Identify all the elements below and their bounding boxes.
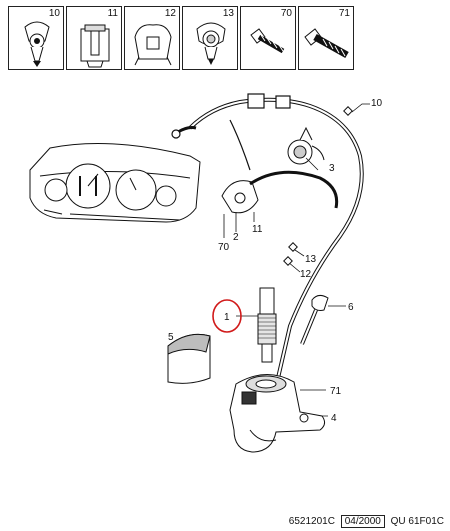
callout-3: 3: [329, 163, 335, 174]
screw-icon: [250, 28, 285, 54]
part-box-10: 10: [8, 6, 64, 70]
callout-markers: [283, 106, 353, 266]
callout-71: 71: [330, 386, 342, 397]
reference-id: QU 61F01C: [390, 516, 444, 527]
callout-13: 13: [305, 254, 317, 265]
callout-1: 1: [224, 312, 230, 323]
grommet: [287, 126, 325, 165]
part-box-70: 70: [240, 6, 296, 70]
speed-sensor: [300, 294, 329, 345]
part-number: 70: [280, 8, 292, 19]
speedometer-cable: [171, 93, 364, 379]
callout-10: 10: [371, 98, 383, 109]
part-number: 71: [338, 8, 350, 19]
protective-cover: [167, 333, 211, 384]
callout-11: 11: [252, 224, 263, 235]
callout-2: 2: [233, 232, 239, 243]
bracket-icon: [134, 24, 172, 66]
callout-4: 4: [331, 413, 337, 424]
cable-flange: [221, 170, 339, 214]
part-box-13: 13: [182, 6, 238, 70]
callout-12: 12: [300, 269, 312, 280]
drive-pinion: [257, 287, 277, 363]
callout-5: 5: [168, 332, 174, 343]
callout-70: 70: [218, 242, 230, 253]
part-box-71: 71: [298, 6, 354, 70]
clip-icon: [24, 21, 50, 67]
part-number: 12: [164, 8, 176, 19]
part-number: 13: [222, 8, 234, 19]
part-box-11: 11: [66, 6, 122, 70]
instrument-cluster: [29, 143, 201, 223]
reference-date: 04/2000: [340, 515, 385, 528]
bolt-icon: [304, 28, 349, 59]
diagram-reference: 6521201C 04/2000 QU 61F01C: [288, 515, 444, 528]
reference-code: 6521201C: [288, 516, 335, 527]
cable-clip-icon: [196, 22, 226, 65]
callout-6: 6: [348, 302, 354, 313]
highlight-circle: [212, 299, 242, 333]
part-number: 11: [107, 8, 118, 19]
part-number: 10: [48, 8, 60, 19]
part-box-12: 12: [124, 6, 180, 70]
clamp-icon: [80, 24, 110, 68]
drive-housing: [229, 373, 326, 453]
